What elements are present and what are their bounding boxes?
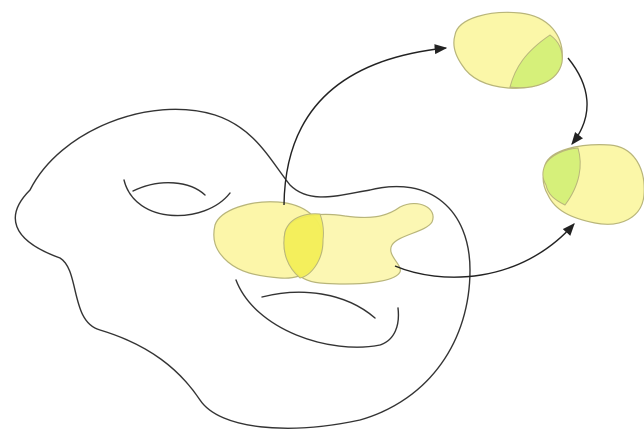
handle-upper-inner: [133, 183, 205, 195]
handle-lower-inner: [262, 292, 375, 318]
handle-upper: [124, 180, 230, 216]
map-arrow-up: [284, 48, 446, 205]
transition-arrow: [568, 58, 587, 144]
map-arrow-right: [395, 224, 574, 277]
handle-lower: [236, 280, 398, 347]
